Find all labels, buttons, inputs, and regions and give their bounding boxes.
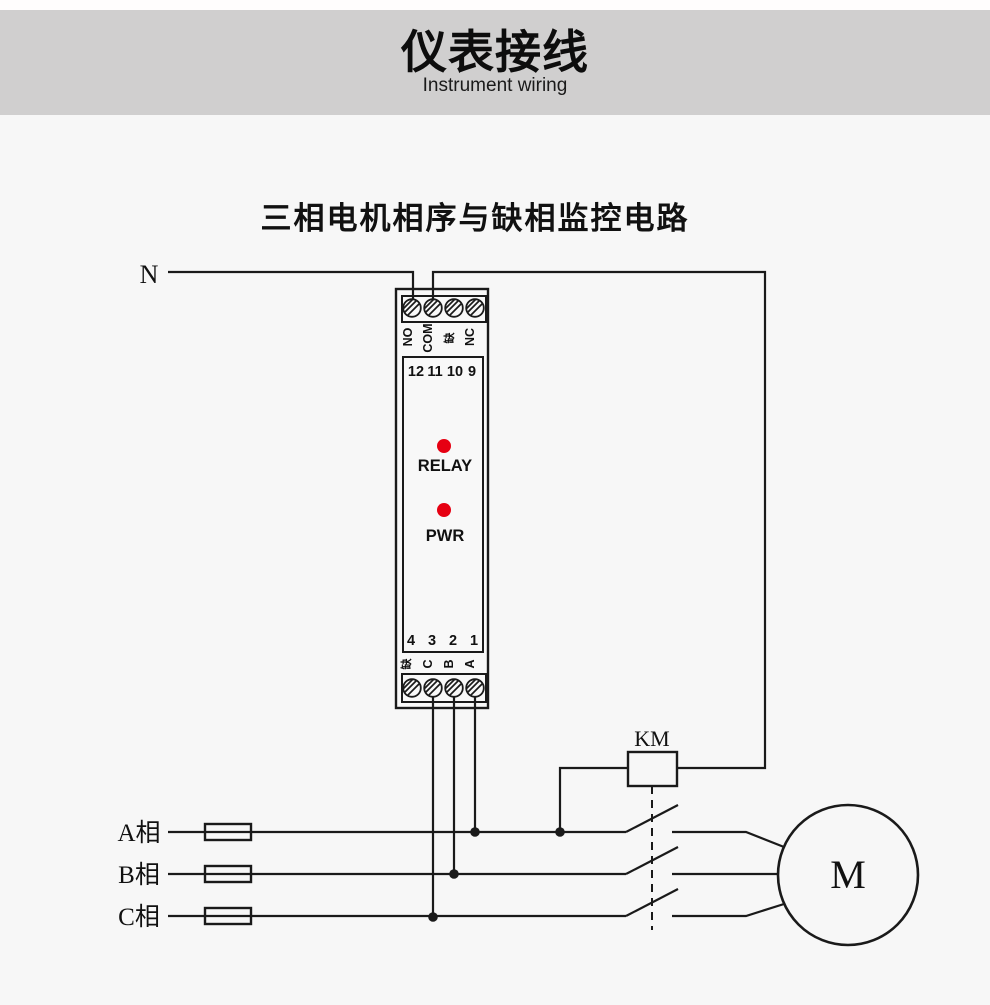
power-led-indicator <box>437 503 451 517</box>
phase-c-to-motor <box>672 902 785 918</box>
terminal-label-que-bottom: 缺 <box>399 658 413 671</box>
contactor-coil <box>626 750 679 788</box>
terminal-label-nc: NC <box>463 328 477 346</box>
terminal-label-c: C <box>421 659 435 668</box>
terminal-number-2: 2 <box>449 633 457 649</box>
terminal-label-no: NO <box>401 327 415 346</box>
terminal-number-9: 9 <box>468 364 476 380</box>
fuse-a-icon <box>203 822 253 842</box>
page-subtitle: Instrument wiring <box>422 74 568 96</box>
terminal-label-que-top: 缺 <box>442 332 456 345</box>
terminal-number-10: 10 <box>447 364 463 380</box>
relay-led-label: RELAY <box>418 457 472 475</box>
com-to-contactor-wire <box>431 270 767 770</box>
phase-a-label: A相 <box>117 819 160 847</box>
page-header: 仪表接线 Instrument wiring <box>0 10 990 115</box>
top-white-strip <box>0 0 990 10</box>
page-title: 仪表接线 <box>401 26 589 79</box>
fuse-b-icon <box>203 864 253 884</box>
phase-b-label: B相 <box>118 861 160 889</box>
terminal-label-b: B <box>442 659 456 668</box>
junction-dot <box>428 912 438 922</box>
contactor-label: KM <box>634 726 669 751</box>
neutral-label: N <box>140 260 159 289</box>
fuse-c-icon <box>203 906 253 926</box>
terminal-number-4: 4 <box>407 633 415 649</box>
terminal-number-1: 1 <box>470 633 478 649</box>
terminal-number-12: 12 <box>408 364 424 380</box>
phase-c-label: C相 <box>118 903 160 931</box>
terminal-number-3: 3 <box>428 633 436 649</box>
junction-dot <box>470 827 480 837</box>
terminal-label-com: COM <box>421 323 435 352</box>
diagram-title: 三相电机相序与缺相监控电路 <box>261 201 690 236</box>
relay-led-indicator <box>437 439 451 453</box>
terminal-number-11: 11 <box>427 364 442 380</box>
power-led-label: PWR <box>426 527 465 545</box>
junction-dot <box>555 827 565 837</box>
motor-circle <box>776 803 920 947</box>
terminal-label-a: A <box>463 659 477 668</box>
junction-dot <box>449 869 459 879</box>
phase-a-to-motor <box>672 830 785 849</box>
neutral-wire <box>168 270 415 308</box>
motor-label: M <box>830 852 866 897</box>
contactor-to-phase-a-wire <box>558 766 628 832</box>
